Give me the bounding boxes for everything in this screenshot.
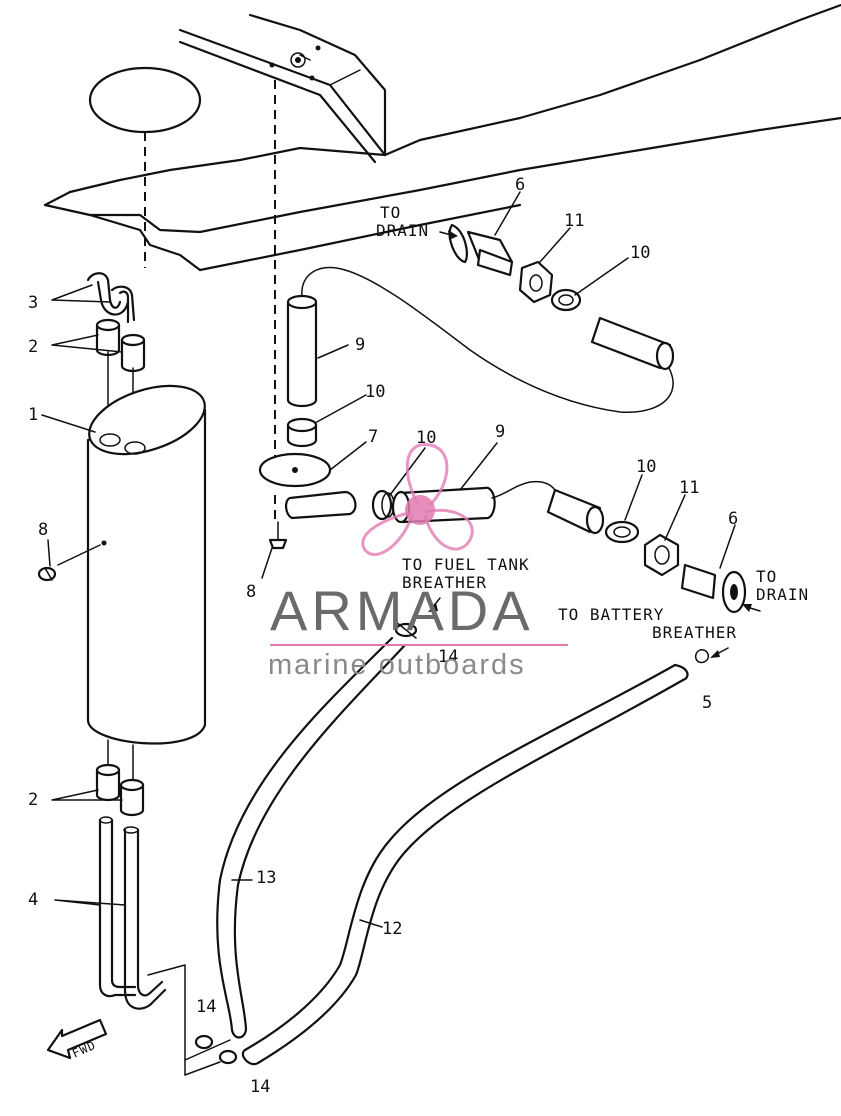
label-part-6-right: 6 [728, 509, 738, 529]
part-14-clip-upper [394, 621, 418, 639]
fwd-arrow-icon [46, 1018, 108, 1060]
note-battery-line1: TO BATTERY [558, 605, 664, 624]
part-6-drain-fitting-right [680, 563, 747, 614]
part-11-nut-right [643, 533, 680, 577]
leader-lines [41, 191, 736, 928]
alignment-lines [144, 80, 276, 520]
hull-deck-outline [43, 3, 841, 272]
label-part-2-bottom: 2 [28, 790, 38, 810]
label-part-6-top: 6 [515, 175, 525, 195]
note-arrows [428, 230, 761, 658]
label-part-10-center: 10 [365, 382, 385, 402]
part-13-hose [216, 636, 407, 1039]
label-part-14-lower-b: 14 [250, 1077, 270, 1097]
part-8-screw-center [268, 521, 288, 550]
part-12-hose [241, 663, 689, 1066]
label-part-9-upper: 9 [355, 335, 365, 355]
note-fwd: FWD [70, 1038, 98, 1061]
part-10-clamp-right [604, 520, 640, 544]
label-part-4: 4 [28, 890, 38, 910]
label-part-11-top: 11 [564, 211, 584, 231]
watermark-brand: ARMADA [270, 579, 534, 642]
part-14-clips-lower [184, 1034, 238, 1076]
part-2-spacers-bottom [95, 739, 145, 817]
label-part-1: 1 [28, 405, 38, 425]
label-part-14-upper: 14 [438, 647, 458, 667]
hose-sleeve-right [546, 488, 605, 535]
label-part-10-right: 10 [636, 457, 656, 477]
label-part-2-top: 2 [28, 337, 38, 357]
label-part-10-plate: 10 [416, 428, 436, 448]
note-drain-top: DRAIN [376, 221, 429, 240]
part-3-hose-fittings [86, 272, 136, 324]
watermark-tagline: marine outboards [268, 649, 526, 681]
label-part-11-right: 11 [679, 478, 699, 498]
part-11-nut-top [518, 260, 554, 304]
label-part-10-top: 10 [630, 243, 650, 263]
label-part-12: 12 [382, 919, 402, 939]
part-8-screw-left [37, 544, 101, 582]
note-to-top: TO [380, 203, 401, 222]
label-part-8-center: 8 [246, 582, 256, 602]
part-7-plate [258, 452, 357, 520]
note-fuel-tank-line2: BREATHER [402, 573, 487, 592]
note-drain-right: DRAIN [756, 585, 809, 604]
part-10-clamp-top [550, 288, 582, 312]
part-10-clamp-center [286, 417, 318, 448]
part-5-clip [694, 649, 710, 664]
note-to-right: TO [756, 567, 777, 586]
label-part-14-lower-a: 14 [196, 997, 216, 1017]
label-part-3: 3 [28, 293, 38, 313]
part-9-hose-upper [286, 266, 674, 413]
part-1-water-separator-cylinder [86, 384, 207, 745]
label-part-5: 5 [702, 693, 712, 713]
label-part-8-left: 8 [38, 520, 48, 540]
part-4-pipes [98, 816, 186, 1076]
label-part-7: 7 [368, 427, 378, 447]
label-part-9-lower: 9 [495, 422, 505, 442]
hose-sleeve-top [590, 316, 675, 371]
label-part-13: 13 [256, 868, 276, 888]
note-battery-line2: BREATHER [652, 623, 737, 642]
note-fuel-tank-line1: TO FUEL TANK [402, 555, 530, 574]
